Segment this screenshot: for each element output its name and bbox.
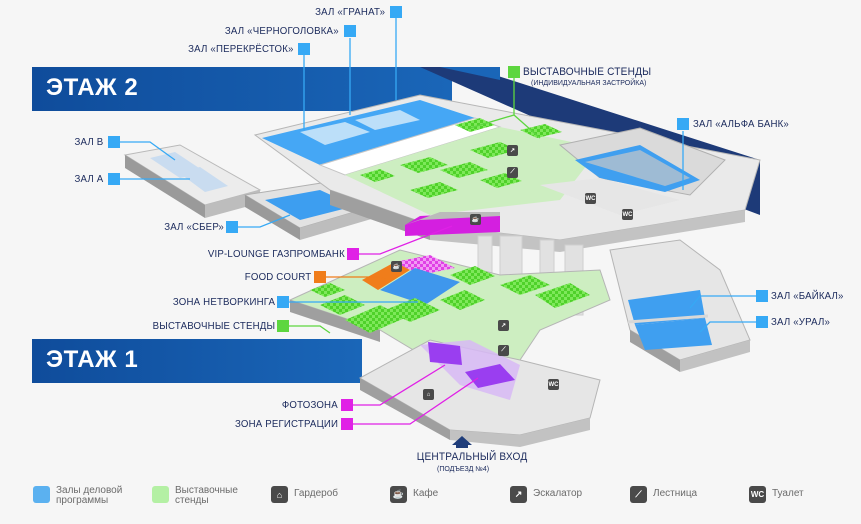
entrance-arrow-stem: [456, 445, 468, 448]
toilet-icon-3: WC: [548, 379, 559, 390]
label-hall-chernogolovka[interactable]: ЗАЛ «ЧЕРНОГОЛОВКА»: [225, 25, 339, 37]
legend-label: Эскалатор: [533, 488, 583, 499]
legend-label: Гардероб: [294, 488, 338, 499]
label-stands-floor2-sub: (ИНДИВИДУАЛЬНАЯ ЗАСТРОЙКА): [531, 80, 647, 87]
legend-stands: Выставочные стенды: [152, 486, 245, 516]
wardrobe-icon: ⌂: [271, 486, 288, 503]
marker-stands-floor1[interactable]: [277, 320, 289, 332]
legend-escalator: ↗ Эскалатор: [510, 486, 582, 516]
floor-1-title: ЭТАЖ 1: [46, 346, 139, 373]
toilet-icon-1: WC: [585, 193, 596, 204]
cafe-icon: ☕: [390, 486, 407, 503]
marker-registration[interactable]: [341, 418, 353, 430]
escalator-icon-floor1: ↗: [498, 320, 509, 331]
label-networking[interactable]: ЗОНА НЕТВОРКИНГА: [172, 296, 275, 308]
label-entrance[interactable]: ЦЕНТРАЛЬНЫЙ ВХОД: [416, 451, 528, 463]
cafe-icon-floor1: ☕: [391, 261, 402, 272]
label-hall-v[interactable]: ЗАЛ В: [74, 136, 103, 148]
marker-hall-alfa-bank[interactable]: [677, 118, 689, 130]
floor-2-title: ЭТАЖ 2: [46, 74, 139, 101]
floor-1-banner: ЭТАЖ 1: [32, 339, 362, 383]
legend-wardrobe: ⌂ Гардероб: [271, 486, 338, 516]
marker-hall-chernogolovka[interactable]: [344, 25, 356, 37]
stairs-icon-floor2: ⟋: [507, 167, 518, 178]
label-hall-ural[interactable]: ЗАЛ «УРАЛ»: [771, 316, 831, 328]
label-hall-perekrestok[interactable]: ЗАЛ «ПЕРЕКРЁСТОК»: [188, 43, 294, 55]
label-stands-floor1[interactable]: ВЫСТАВОЧНЫЕ СТЕНДЫ: [152, 320, 275, 332]
stand-swatch: [152, 486, 169, 503]
marker-hall-v[interactable]: [108, 136, 120, 148]
marker-hall-granat[interactable]: [390, 6, 402, 18]
marker-vip-lounge[interactable]: [347, 248, 359, 260]
floor-2-banner: ЭТАЖ 2: [32, 67, 452, 111]
escalator-icon: ↗: [510, 486, 527, 503]
toilet-icon-2: WC: [622, 209, 633, 220]
label-hall-a[interactable]: ЗАЛ А: [74, 173, 103, 185]
marker-hall-a[interactable]: [108, 173, 120, 185]
marker-photo-zone[interactable]: [341, 399, 353, 411]
legend-label: Залы деловой программы: [56, 485, 123, 506]
marker-hall-baikal[interactable]: [756, 290, 768, 302]
marker-hall-sber[interactable]: [226, 221, 238, 233]
label-photo-zone[interactable]: ФОТОЗОНА: [282, 399, 338, 411]
wardrobe-icon-floor1: ⌂: [423, 389, 434, 400]
label-stands-floor2[interactable]: ВЫСТАВОЧНЫЕ СТЕНДЫ: [523, 66, 652, 78]
floor-1-main: [288, 249, 611, 447]
marker-hall-perekrestok[interactable]: [298, 43, 310, 55]
label-entrance-sub: (ПОДЪЕЗД №4): [437, 466, 490, 473]
label-registration[interactable]: ЗОНА РЕГИСТРАЦИИ: [234, 418, 338, 430]
photo-zone-area: [428, 342, 462, 365]
legend-stairs: ⟋ Лестница: [630, 486, 697, 516]
marker-hall-ural[interactable]: [756, 316, 768, 328]
hall-swatch: [33, 486, 50, 503]
label-hall-sber[interactable]: ЗАЛ «СБЕР»: [164, 221, 224, 233]
legend-label: Лестница: [653, 488, 698, 499]
legend-label: Выставочные стенды: [175, 485, 238, 506]
stairs-icon-floor1: ⟋: [498, 345, 509, 356]
stairs-icon: ⟋: [630, 486, 647, 503]
label-hall-baikal[interactable]: ЗАЛ «БАЙКАЛ»: [771, 290, 844, 302]
marker-networking[interactable]: [277, 296, 289, 308]
label-hall-alfa-bank[interactable]: ЗАЛ «АЛЬФА БАНК»: [693, 118, 789, 130]
label-food-court[interactable]: FOOD COURT: [244, 271, 311, 283]
cafe-icon-floor2: ☕: [470, 214, 481, 225]
legend-label: Кафе: [413, 488, 439, 499]
wing-baikal-ural: [609, 239, 751, 372]
label-hall-granat[interactable]: ЗАЛ «ГРАНАТ»: [314, 6, 385, 18]
marker-food-court[interactable]: [314, 271, 326, 283]
legend-cafe: ☕ Кафе: [390, 486, 438, 516]
label-vip-lounge[interactable]: VIP-LOUNGE ГАЗПРОМБАНК: [208, 248, 345, 260]
toilet-icon: WC: [749, 486, 766, 503]
marker-stands-floor2[interactable]: [508, 66, 520, 78]
escalator-icon-floor2: ↗: [507, 145, 518, 156]
wing-halls-a-b: [123, 144, 262, 218]
legend-halls: Залы деловой программы: [33, 486, 126, 516]
networking-area: [380, 268, 460, 305]
legend-toilet: WC Туалет: [749, 486, 804, 516]
legend-label: Туалет: [772, 488, 804, 499]
entrance-arrow-icon: [452, 436, 472, 445]
